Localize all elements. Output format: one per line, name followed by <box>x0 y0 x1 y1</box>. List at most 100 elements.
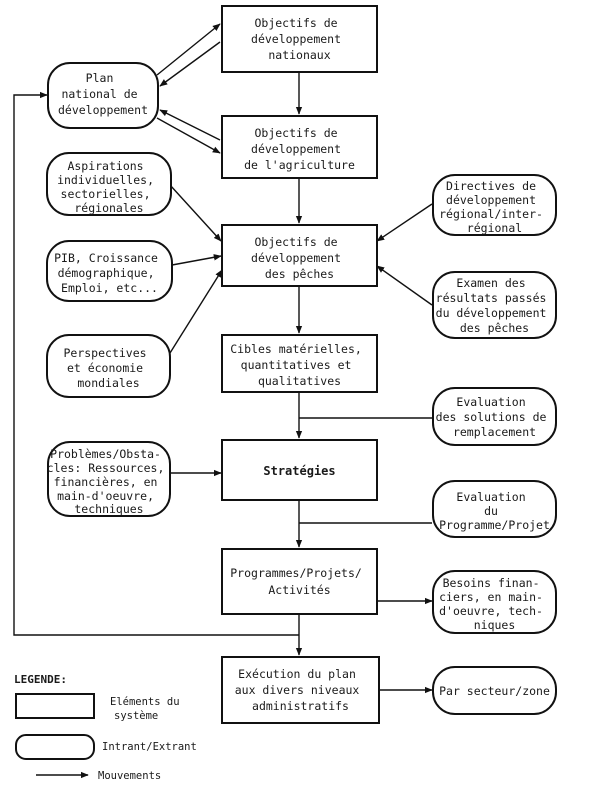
legend: LEGENDE: Eléments du système Intrant/Ext… <box>14 673 197 782</box>
pill-line: ciers, en main- <box>439 590 543 604</box>
pill-line: régionales <box>74 201 143 215</box>
box-line: Objectifs de <box>254 235 337 249</box>
svg-text:Eléments du système: Eléments du système <box>110 696 186 722</box>
box-line: des pêches <box>265 267 334 281</box>
pill-line: Programme/Projet <box>439 518 550 532</box>
box-line: de l'agriculture <box>244 158 355 172</box>
execution-box: Exécution du plan aux divers niveaux adm… <box>221 656 380 724</box>
besoins-pill: Besoins finan- ciers, en main- d'oeuvre,… <box>432 570 557 634</box>
svg-text:Besoins finan- ciers, en: Besoins finan- ciers, en main- d'oeuvre,… <box>439 576 550 632</box>
pill-line: du développement <box>436 306 547 320</box>
box-line: Objectifs de <box>254 16 337 30</box>
plan-national-pill: Plan national de développement <box>47 62 159 129</box>
aspirations-pill: Aspirations individuelles, sectorielles,… <box>46 152 172 216</box>
pill-line: remplacement <box>453 425 536 439</box>
pill-line: niques <box>474 618 516 632</box>
examen-pill: Examen des résultats passés du développe… <box>432 271 557 339</box>
perspectives-pill: Perspectives et économie mondiales <box>46 334 171 398</box>
box-line: Exécution du plan <box>238 667 356 681</box>
arrow-aspirations-to-peches <box>169 184 222 242</box>
box-line: Cibles matérielles, <box>230 342 362 356</box>
objectifs-nationaux-box: Objectifs de développement nationaux <box>221 5 378 73</box>
pill-line: mondiales <box>77 376 139 390</box>
objectifs-agriculture-box: Objectifs de développement de l'agricult… <box>221 115 378 179</box>
arrow-pib-to-peches <box>171 254 222 266</box>
arrow-directives-to-peches <box>376 203 433 242</box>
pill-line: Evaluation <box>456 395 525 409</box>
arrow-plan-to-agriculture <box>156 117 221 154</box>
svg-text:Plan national de d: Plan national de développement <box>58 71 148 117</box>
pill-line: Evaluation <box>456 490 525 504</box>
pill-line: Examen des <box>456 276 525 290</box>
pill-line: résultats passés <box>436 291 547 305</box>
box-line: développement <box>251 142 341 156</box>
box-line: Programmes/Projets/ <box>230 566 362 580</box>
pib-pill: PIB, Croissance démographique, Emploi, e… <box>46 240 173 302</box>
evaluation-solutions-pill: Evaluation des solutions de remplacement <box>432 387 557 446</box>
pill-line: développement <box>446 193 536 207</box>
pill-line: Besoins finan- <box>443 576 540 590</box>
pill-line: développement <box>58 103 148 117</box>
pill-line: sectorielles, <box>61 187 151 201</box>
svg-text:Cibles matérielles, quan: Cibles matérielles, quantitatives et qua… <box>230 342 369 388</box>
directives-pill: Directives de développement régional/int… <box>432 174 557 236</box>
svg-text:PIB, Croissance démograp: PIB, Croissance démographique, Emploi, e… <box>54 251 165 295</box>
svg-text:Problèmes/Obsta- cles: R: Problèmes/Obsta- cles: Ressources, finan… <box>47 447 172 516</box>
svg-text:Evaluation du Prog: Evaluation du Programme/Projet <box>439 490 550 532</box>
objectifs-peches-box: Objectifs de développement des pêches <box>221 224 378 287</box>
box-line: développement <box>251 32 341 46</box>
svg-text:Evaluation des solutions: Evaluation des solutions de remplacement <box>436 395 554 439</box>
pill-line: des pêches <box>460 321 529 335</box>
arrow-objectifs-nationaux-to-plan-lower <box>159 41 221 87</box>
pill-line: Problèmes/Obsta- <box>50 447 161 461</box>
pill-line: Plan <box>86 71 114 85</box>
pill-line: régional/inter- <box>439 207 543 221</box>
arrow-examen-to-peches <box>376 265 433 306</box>
svg-text:Aspirations individuelle: Aspirations individuelles, sectorielles,… <box>57 159 161 215</box>
svg-text:Programmes/Projets/ Acti: Programmes/Projets/ Activités <box>230 566 369 597</box>
legend-title: LEGENDE: <box>14 673 67 686</box>
box-line: Activités <box>268 583 330 597</box>
par-secteur-pill: Par secteur/zone <box>432 666 557 715</box>
pill-line: Directives de <box>446 179 536 193</box>
feedback-line-to-plan <box>13 91 299 636</box>
box-line: Stratégies <box>263 464 335 478</box>
legend-intrant-label: Intrant/Extrant <box>102 741 197 753</box>
pill-line: national de <box>61 87 137 101</box>
pill-line: Emploi, etc... <box>61 281 158 295</box>
pill-line: des solutions de <box>436 410 547 424</box>
svg-text:Objectifs de développeme: Objectifs de développement nationaux <box>251 16 348 62</box>
pill-line: techniques <box>74 502 143 516</box>
evaluation-programme-pill: Evaluation du Programme/Projet <box>432 480 557 538</box>
svg-text:Par secteur/zone: Par secteur/zone <box>439 684 550 698</box>
arrow-perspectives-to-peches <box>169 269 223 354</box>
pill-line: cles: Ressources, <box>47 461 165 475</box>
box-line: qualitatives <box>258 374 341 388</box>
problemes-pill: Problèmes/Obsta- cles: Ressources, finan… <box>47 441 172 517</box>
box-line: Objectifs de <box>254 126 337 140</box>
legend-elements-label: système <box>114 710 158 722</box>
pill-line: régional <box>467 221 522 235</box>
pill-line: du <box>484 504 498 518</box>
box-line: aux divers niveaux <box>235 683 360 697</box>
svg-text:Objectifs de développeme: Objectifs de développement de l'agricult… <box>244 126 355 172</box>
svg-text:Perspectives et économie: Perspectives et économie mondiales <box>63 346 153 390</box>
svg-text:Objectifs de développeme: Objectifs de développement des pêches <box>251 235 348 281</box>
box-line: quantitatives et <box>241 358 352 372</box>
legend-intrant-swatch <box>15 734 95 760</box>
programmes-box: Programmes/Projets/ Activités <box>221 548 378 615</box>
svg-text:Examen des résultats pas: Examen des résultats passés du développe… <box>436 276 554 335</box>
svg-text:Directives de développem: Directives de développement régional/int… <box>439 179 550 235</box>
pill-line: financières, en <box>54 475 158 489</box>
box-line: développement <box>251 251 341 265</box>
box-line: nationaux <box>268 48 330 62</box>
pill-line: individuelles, <box>57 173 154 187</box>
legend-system-element-swatch <box>15 693 95 719</box>
pill-line: et économie <box>67 361 143 375</box>
strategies-box: Stratégies <box>221 439 378 501</box>
cibles-box: Cibles matérielles, quantitatives et qua… <box>221 334 378 393</box>
svg-text:Exécution du plan aux di: Exécution du plan aux divers niveaux adm… <box>235 667 367 713</box>
pill-line: Par secteur/zone <box>439 684 550 698</box>
pill-line: Aspirations <box>67 159 143 173</box>
